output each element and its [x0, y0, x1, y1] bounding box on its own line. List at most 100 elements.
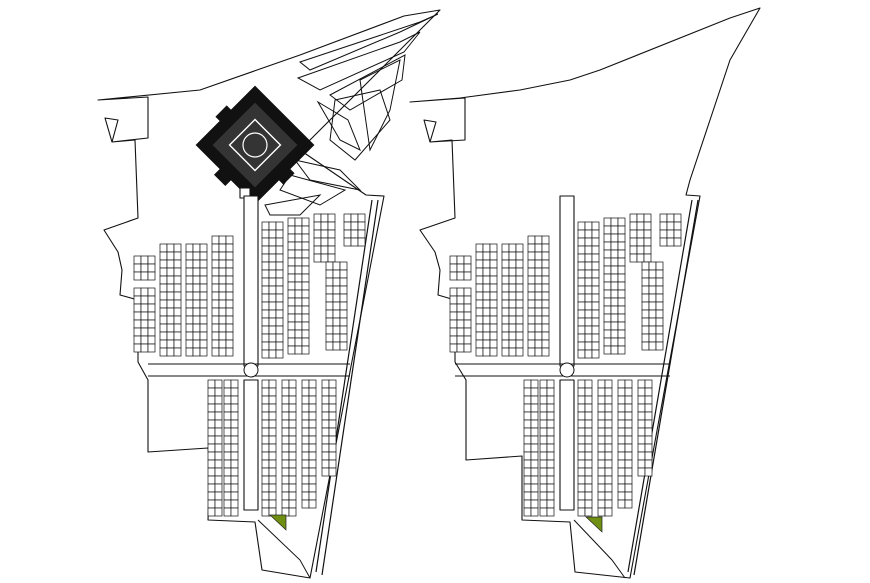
lot-plot: [546, 483, 555, 493]
lot-plot: [230, 507, 239, 517]
lot-plot: [546, 411, 555, 421]
lot-plot: [501, 267, 510, 277]
lot-plot: [577, 475, 586, 485]
lot-plot: [192, 347, 201, 357]
lot-plot: [192, 251, 201, 261]
lot-plot: [211, 283, 220, 293]
lot-plot: [147, 295, 156, 305]
lot-plot: [281, 419, 290, 429]
lot-plot: [268, 475, 277, 485]
lot-plot: [577, 427, 586, 437]
lot-plot: [321, 395, 330, 405]
lot-plot: [523, 427, 532, 437]
lot-plot: [214, 379, 223, 389]
lot-plot: [610, 305, 619, 315]
lot-plot: [147, 319, 156, 329]
lot-plot: [530, 411, 539, 421]
lot-plot: [185, 339, 194, 349]
lot-plot: [207, 435, 216, 445]
lot-plot: [463, 327, 472, 337]
lot-plot: [308, 459, 317, 469]
lot-plot: [530, 387, 539, 397]
lot-plot: [508, 283, 517, 293]
lot-plot: [192, 259, 201, 269]
lot-plot: [624, 483, 633, 493]
lot-plot: [603, 321, 612, 331]
green-space-icon-right: [585, 516, 603, 533]
lot-plot: [508, 315, 517, 325]
lot-plot: [223, 475, 232, 485]
lot-plot: [268, 395, 277, 405]
lot-plot: [321, 411, 330, 421]
lot-plot: [643, 245, 652, 255]
lot-plot: [211, 235, 220, 245]
lot-plot: [211, 259, 220, 269]
roundabout-icon: [243, 362, 259, 378]
lot-plot: [501, 323, 510, 333]
lot-plot: [597, 395, 606, 405]
lot-plot: [218, 267, 227, 277]
lot-plot: [325, 309, 334, 319]
lot-plot: [332, 269, 341, 279]
lot-plot: [350, 237, 359, 247]
lot-plot: [539, 403, 548, 413]
lot-plot: [641, 277, 650, 287]
lot-plot: [192, 307, 201, 317]
lot-plot: [199, 315, 208, 325]
lot-plot: [643, 253, 652, 263]
lot-plot: [159, 283, 168, 293]
rail-line-right: [627, 199, 693, 573]
lot-plot: [577, 221, 586, 231]
lot-plot: [655, 309, 664, 319]
lot-plot: [223, 443, 232, 453]
lot-plot: [577, 411, 586, 421]
lot-plot: [343, 213, 352, 223]
lot-plot: [140, 343, 149, 353]
lot-plot: [577, 435, 586, 445]
lot-plot: [643, 213, 652, 223]
lot-plot: [489, 251, 498, 261]
lot-plot: [463, 255, 472, 265]
lot-plot: [223, 451, 232, 461]
lot-plot: [617, 313, 626, 323]
lot-plot: [325, 293, 334, 303]
lot-plot: [530, 427, 539, 437]
lot-plot: [288, 435, 297, 445]
lot-plot: [541, 291, 550, 301]
lot-plot: [185, 243, 194, 253]
lot-plot: [199, 299, 208, 309]
lot-plot: [140, 335, 149, 345]
lot-plot: [308, 427, 317, 437]
lot-plot: [449, 311, 458, 321]
lot-plot: [214, 459, 223, 469]
lot-plot: [294, 329, 303, 339]
lot-plot: [133, 319, 142, 329]
lot-plot: [261, 229, 270, 239]
lot-plot: [577, 341, 586, 351]
lot-plot: [166, 283, 175, 293]
lot-plot: [508, 331, 517, 341]
lot-plot: [584, 411, 593, 421]
lot-plot: [281, 387, 290, 397]
lot-plot: [281, 443, 290, 453]
lot-plot: [603, 345, 612, 355]
lot-plot: [327, 221, 336, 231]
lot-plot: [214, 443, 223, 453]
lot-plot: [268, 317, 277, 327]
lot-plot: [301, 467, 310, 477]
lot-plot: [339, 293, 348, 303]
lot-plot: [515, 307, 524, 317]
lot-plot: [321, 443, 330, 453]
lot-plot: [541, 275, 550, 285]
lot-plot: [591, 341, 600, 351]
lot-plot: [185, 307, 194, 317]
lot-plot: [617, 297, 626, 307]
lot-plot: [261, 507, 270, 517]
lot-plot: [223, 459, 232, 469]
lot-plot: [328, 459, 337, 469]
lot-plot: [659, 213, 668, 223]
lot-plot: [523, 491, 532, 501]
main-boulevard-north: [243, 195, 259, 367]
lot-plot: [218, 291, 227, 301]
lot-plot: [281, 483, 290, 493]
